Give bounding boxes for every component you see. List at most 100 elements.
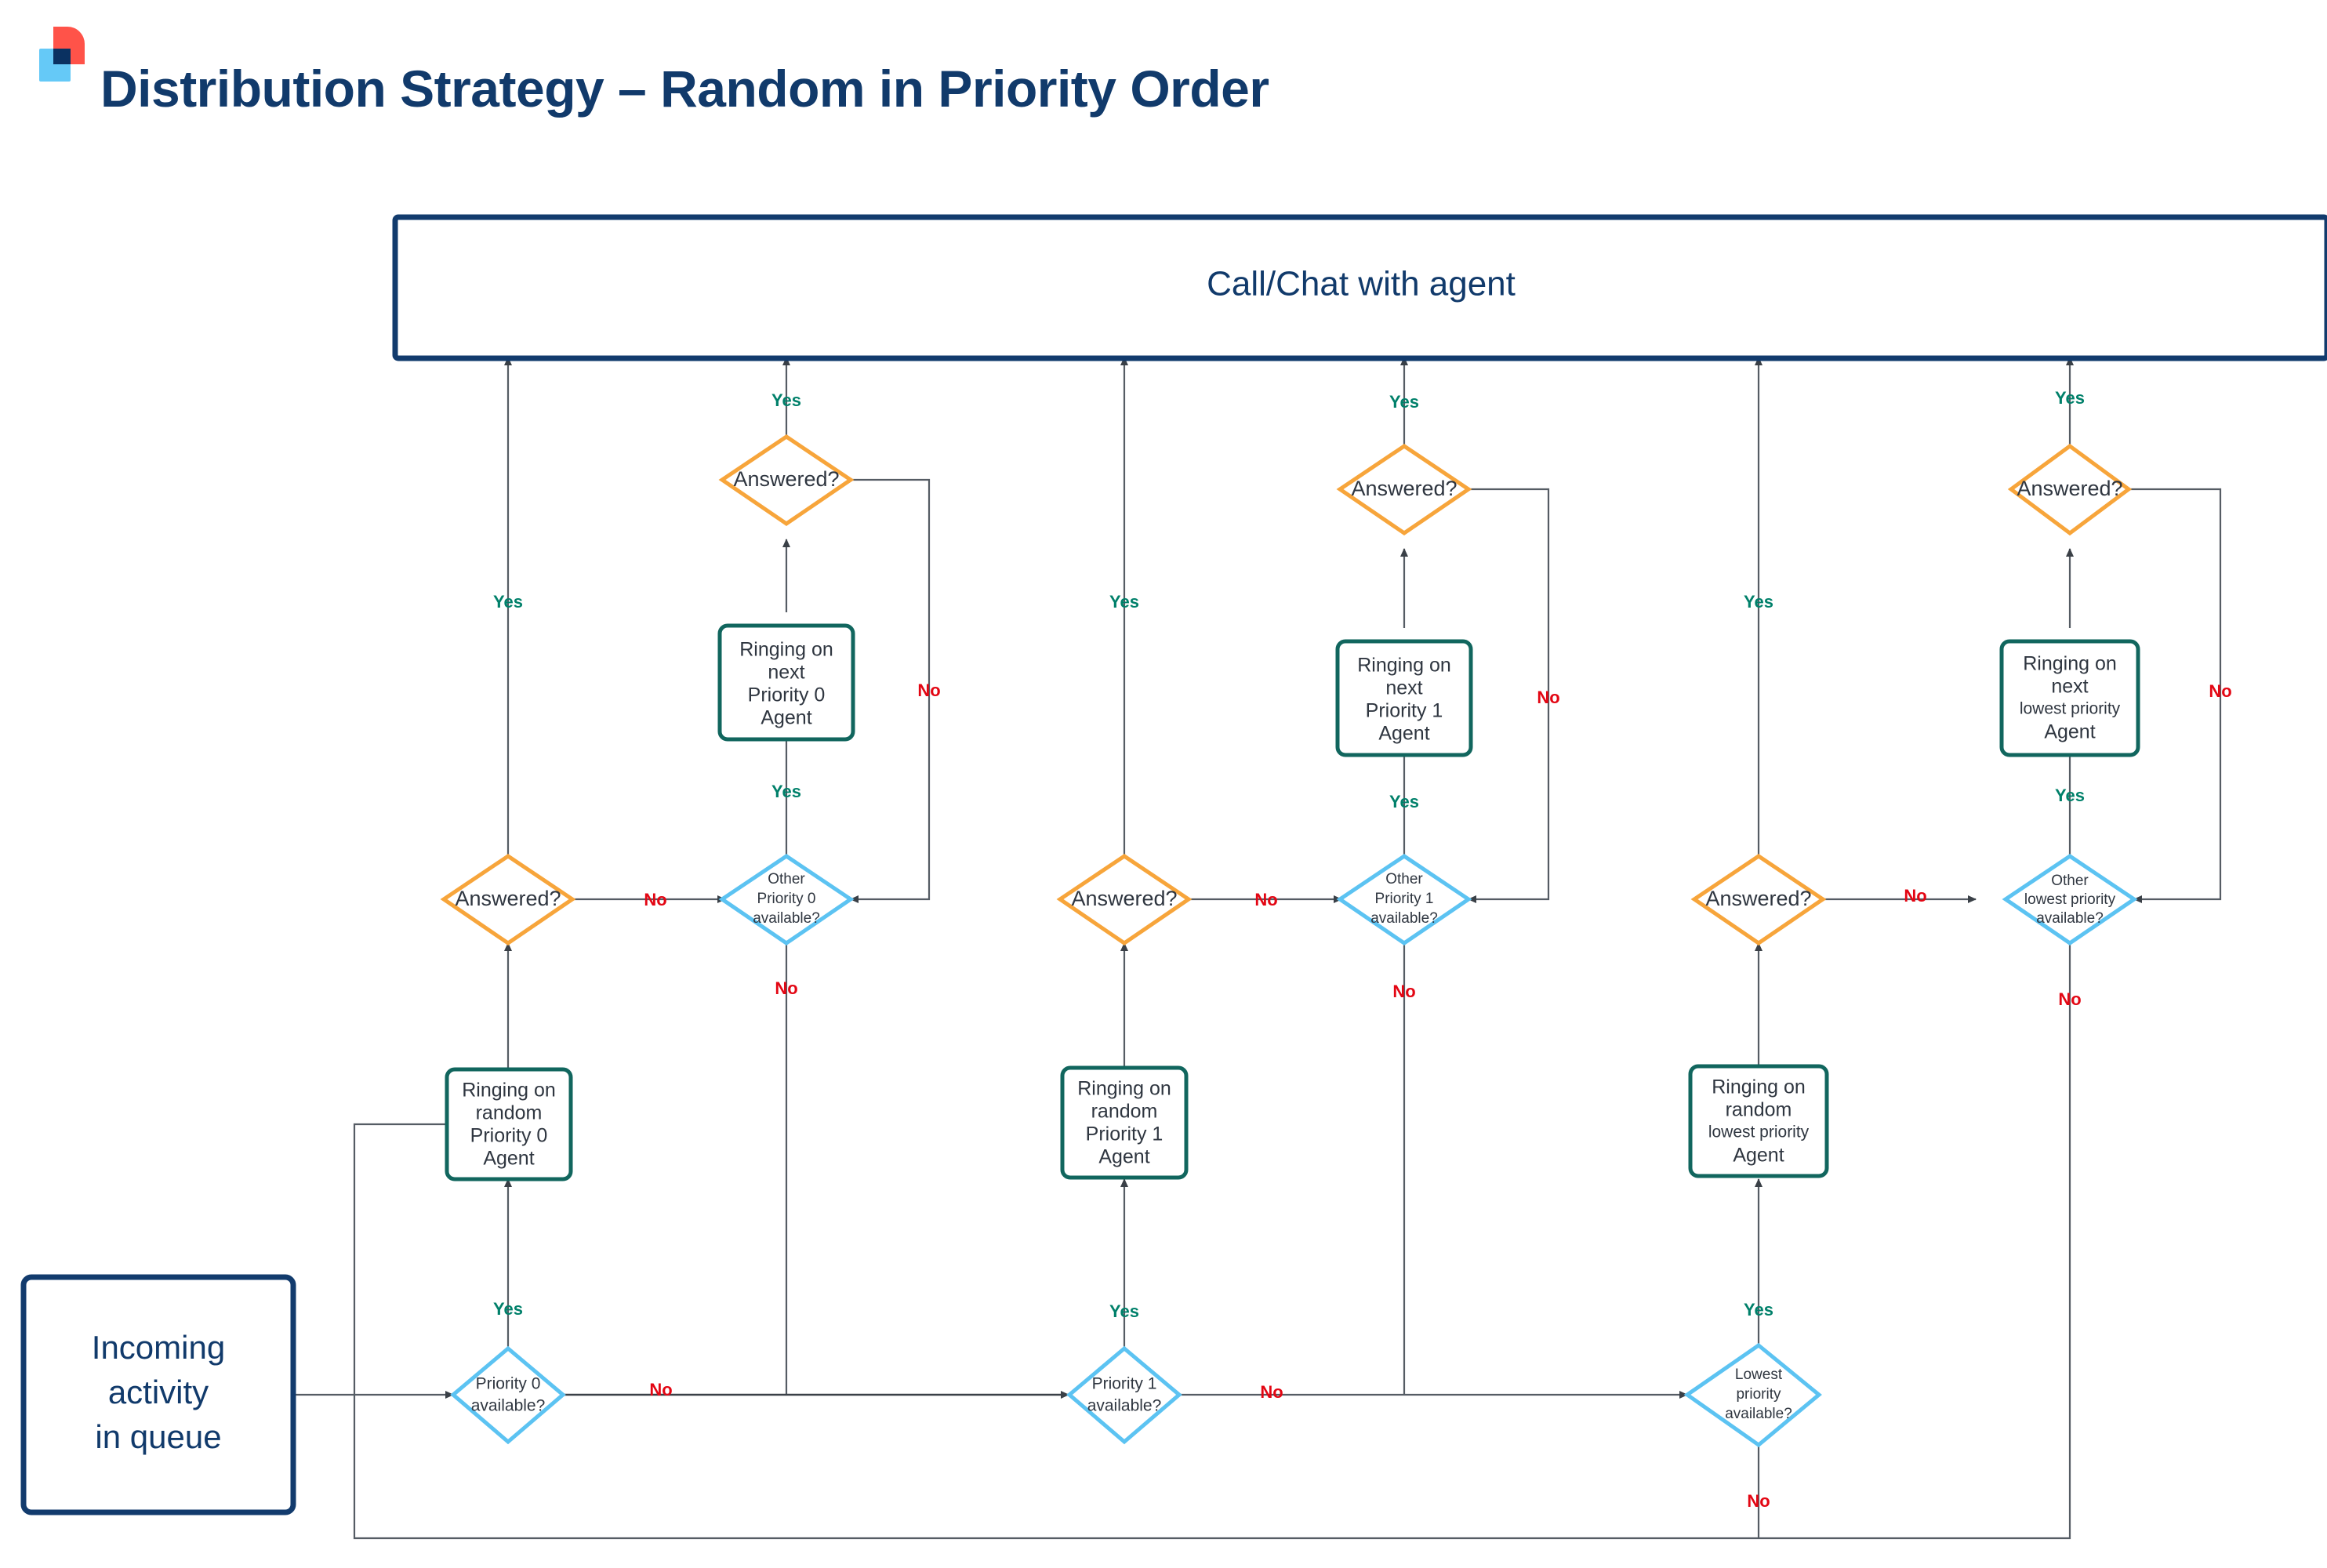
node-answered-decision-priority-1-next[interactable]: Answered? xyxy=(1336,443,1472,536)
node-label: Answered? xyxy=(455,887,561,910)
node-label-line: next xyxy=(1385,677,1422,699)
node-ringing-random-priority-0-agent[interactable]: Ringing on random Priority 0 Agent xyxy=(445,1067,573,1181)
edge-label-yes: Yes xyxy=(493,592,523,612)
node-answered-decision-priority-1-random[interactable]: Answered? xyxy=(1056,853,1193,946)
node-ringing-random-priority-1-agent[interactable]: Ringing on random Priority 1 Agent xyxy=(1060,1065,1189,1180)
node-label-line: Priority 0 xyxy=(470,1125,548,1147)
node-label-line: Other xyxy=(1385,871,1423,887)
edge-label-no: No xyxy=(1537,688,1559,707)
node-label-line: Agent xyxy=(483,1148,534,1170)
node-label-line: next xyxy=(2051,676,2088,698)
edge-label-yes: Yes xyxy=(1109,592,1139,612)
node-label-line: Other xyxy=(768,871,805,887)
brand-logo-icon xyxy=(33,24,89,85)
node-ringing-next-lowest-priority-agent[interactable]: Ringing on next lowest priority Agent xyxy=(1999,639,2140,757)
node-label-line: Ringing on xyxy=(1357,655,1451,677)
node-label-line: Agent xyxy=(761,707,811,729)
node-label-line: Other xyxy=(2051,873,2089,889)
edge-label-no: No xyxy=(1254,890,1277,909)
node-label-line: random xyxy=(1726,1099,1792,1121)
edge-label-no: No xyxy=(1260,1382,1283,1402)
node-priority-1-available-decision[interactable]: Priority 1 available? xyxy=(1066,1345,1182,1445)
node-label-line: Ringing on xyxy=(2023,653,2117,675)
node-incoming-activity-in-queue[interactable]: Incoming activity in queue xyxy=(20,1274,296,1515)
node-label-line: lowest priority xyxy=(2020,700,2121,718)
node-label-line: Ringing on xyxy=(462,1080,556,1102)
node-label: Answered? xyxy=(1351,477,1457,500)
edge-label-yes: Yes xyxy=(1744,592,1773,612)
node-label-line: Agent xyxy=(1378,723,1429,745)
edge-label-yes: Yes xyxy=(2055,786,2085,805)
edge-label-no: No xyxy=(1392,982,1415,1001)
node-label-line: available? xyxy=(1370,910,1438,927)
edge-label-no: No xyxy=(2209,681,2231,701)
node-label-line: Ringing on xyxy=(1712,1076,1806,1098)
node-label-line: Incoming xyxy=(92,1329,225,1366)
node-call-chat-with-agent[interactable]: Call/Chat with agent xyxy=(392,214,2327,361)
node-label-line: lowest priority xyxy=(1708,1123,1810,1142)
edge-label-yes: Yes xyxy=(1389,392,1419,412)
node-label-line: Agent xyxy=(1733,1145,1784,1167)
edge-label-no: No xyxy=(775,978,797,998)
edge-label-no: No xyxy=(649,1380,672,1399)
node-other-priority-1-available-decision[interactable]: Other Priority 1 available? xyxy=(1336,853,1472,946)
node-label-line: Priority 0 xyxy=(748,684,826,706)
node-label-line: Agent xyxy=(1098,1146,1149,1168)
edge-label-layer: Yes Yes No No No Yes Yes No Yes Yes No N… xyxy=(493,388,2232,1511)
node-label-line: random xyxy=(1091,1101,1158,1123)
node-priority-0-available-decision[interactable]: Priority 0 available? xyxy=(450,1345,566,1445)
node-label: Call/Chat with agent xyxy=(1207,265,1516,303)
node-label-line: Priority 0 xyxy=(476,1375,541,1393)
node-label-line: Priority 1 xyxy=(1366,700,1443,722)
node-label-line: lowest priority xyxy=(2024,891,2116,908)
edge-label-yes: Yes xyxy=(2055,388,2085,408)
node-answered-decision-priority-0-next[interactable]: Answered? xyxy=(718,434,855,527)
node-label-line: random xyxy=(476,1102,543,1124)
page-header: Distribution Strategy – Random in Priori… xyxy=(0,0,2327,157)
node-label-line: available? xyxy=(2036,910,2104,927)
node-label-line: Agent xyxy=(2044,721,2095,743)
node-ringing-random-lowest-priority-agent[interactable]: Ringing on random lowest priority Agent xyxy=(1688,1064,1829,1178)
node-answered-decision-lowest-priority-next[interactable]: Answered? xyxy=(2007,443,2133,536)
node-answered-decision-priority-0-random[interactable]: Answered? xyxy=(440,853,576,946)
node-label-line: available? xyxy=(753,910,820,927)
node-label-line: available? xyxy=(471,1397,546,1415)
edge-label-no: No xyxy=(1904,886,1926,906)
edge-label-yes: Yes xyxy=(493,1299,523,1319)
node-label-line: activity xyxy=(108,1374,209,1410)
node-label-line: Priority 1 xyxy=(1375,891,1434,907)
edge-label-yes: Yes xyxy=(1389,792,1419,811)
node-label-line: next xyxy=(768,662,804,684)
node-other-priority-0-available-decision[interactable]: Other Priority 0 available? xyxy=(718,853,855,946)
node-ringing-next-priority-0-agent[interactable]: Ringing on next Priority 0 Agent xyxy=(717,623,855,742)
edge-layer xyxy=(293,357,2222,1540)
node-label-line: Ringing on xyxy=(739,639,833,661)
node-label-line: priority xyxy=(1736,1386,1781,1403)
node-label-line: Priority 1 xyxy=(1092,1375,1157,1393)
node-label-line: available? xyxy=(1725,1406,1792,1422)
node-lowest-priority-available-decision[interactable]: Lowest priority available? xyxy=(1683,1342,1822,1448)
edge-label-yes: Yes xyxy=(771,782,801,801)
node-label-line: Ringing on xyxy=(1077,1078,1171,1100)
node-label-line: available? xyxy=(1087,1397,1162,1415)
node-other-lowest-priority-available-decision[interactable]: Other lowest priority available? xyxy=(2002,853,2138,946)
edge-label-no: No xyxy=(2058,989,2081,1009)
edge-label-yes: Yes xyxy=(1744,1300,1773,1319)
node-answered-decision-lowest-priority-random[interactable]: Answered? xyxy=(1690,853,1827,946)
edge-label-yes: Yes xyxy=(1109,1301,1139,1321)
node-label-line: Lowest xyxy=(1735,1367,1783,1383)
node-label-line: Priority 1 xyxy=(1086,1123,1164,1145)
edge-label-no: No xyxy=(917,681,940,700)
node-label: Answered? xyxy=(733,467,839,491)
node-label-line: Priority 0 xyxy=(757,891,816,907)
node-ringing-next-priority-1-agent[interactable]: Ringing on next Priority 1 Agent xyxy=(1335,639,1473,757)
node-label: Answered? xyxy=(2017,477,2122,500)
node-label: Answered? xyxy=(1071,887,1177,910)
edge-label-no: No xyxy=(644,890,666,909)
node-label: Answered? xyxy=(1705,887,1811,910)
page-title: Distribution Strategy – Random in Priori… xyxy=(100,60,1269,118)
edge-label-no: No xyxy=(1747,1491,1770,1511)
